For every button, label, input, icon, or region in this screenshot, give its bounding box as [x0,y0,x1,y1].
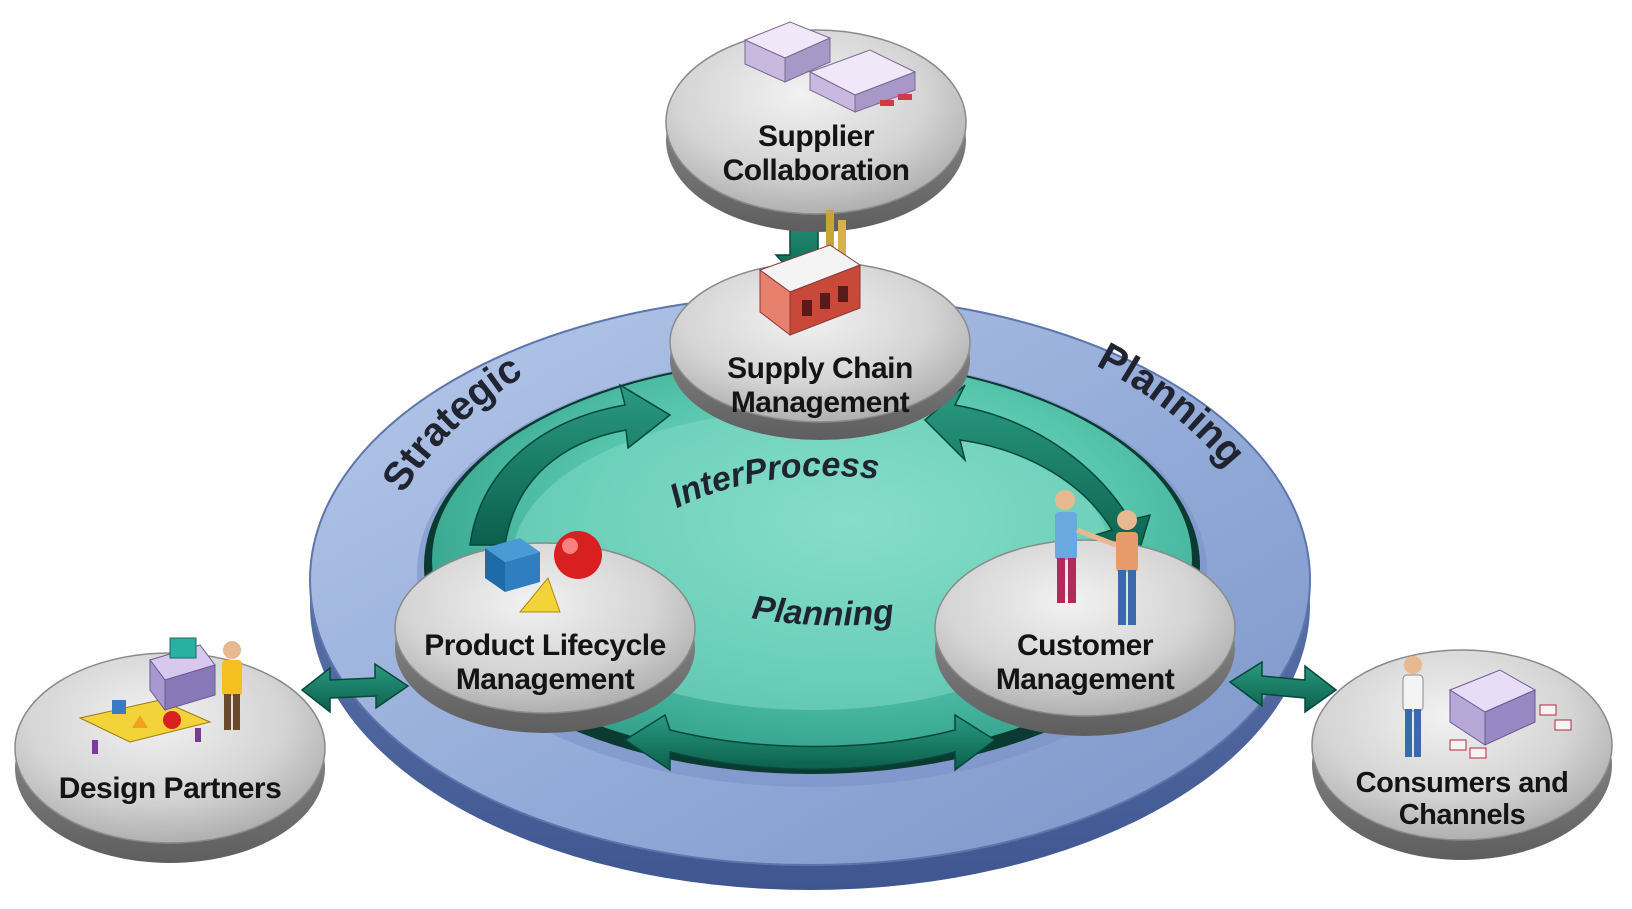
arrow-design-link [300,662,410,714]
arrow-left-to-top [469,383,672,546]
customer-label-line2: Management [996,663,1175,696]
design-label-line1: Design Partners [59,772,282,805]
customer-label-line1: Customer [1017,629,1154,662]
supplier-label-line2: Collaboration [723,154,910,187]
node-customer-management: Customer Management [934,490,1236,736]
geometric-shapes-icon [485,531,602,613]
supplier-label-line1: Supplier [758,120,875,153]
consumers-label-line2: Channels [1399,799,1526,831]
warehouse-buildings-icon [743,21,917,113]
handshake-people-icon [1055,490,1138,625]
node-consumers-and-channels: Consumers and Channels [1311,649,1613,860]
supply-chain-label-line2: Management [731,386,910,419]
cycle-arrows [469,383,1152,772]
designer-workstation-icon [78,637,242,754]
factory-icon [758,210,862,337]
node-supplier-collaboration: Supplier Collaboration [665,21,967,232]
arrow-top-to-right [923,384,1152,567]
shopper-store-icon [1402,656,1572,759]
supply-chain-label-line1: Supply Chain [727,352,913,385]
node-design-partners: Design Partners [14,637,326,863]
node-supply-chain-management: Supply Chain Management [669,210,971,440]
consumers-label-line1: Consumers and [1356,767,1569,799]
product-label-line1: Product Lifecycle [424,629,666,662]
arrow-bottom [623,713,997,772]
arrow-consumers-link [1228,660,1338,714]
node-product-lifecycle-management: Product Lifecycle Management [394,531,696,733]
product-label-line2: Management [456,663,635,696]
